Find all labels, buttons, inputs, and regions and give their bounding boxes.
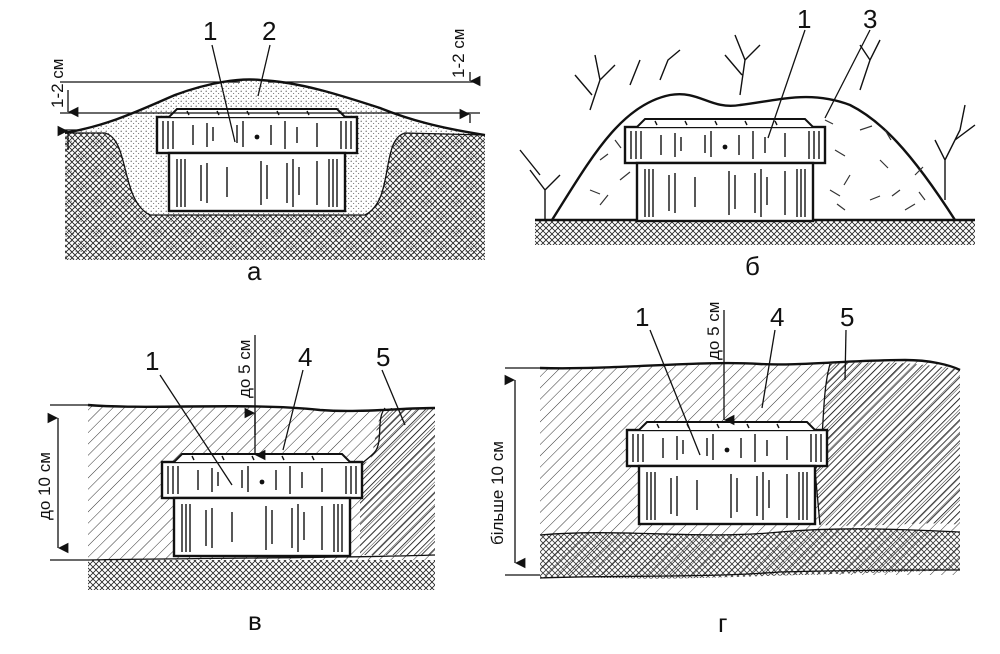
callout-g-4: 4 (770, 302, 784, 332)
callout-v-4: 4 (298, 342, 312, 372)
callout-b-1: 1 (797, 4, 811, 34)
callout-v-1: 1 (145, 346, 159, 376)
dim-a-left: 1-2 см (48, 59, 67, 108)
callout-b-3: 3 (863, 4, 877, 34)
callout-v-5: 5 (376, 342, 390, 372)
callout-g-1: 1 (635, 302, 649, 332)
callout-a-2: 2 (262, 16, 276, 46)
callout-g-5: 5 (840, 302, 854, 332)
caption-v: в (248, 606, 262, 636)
panel-v: до 5 см до 10 см 1 4 5 в (35, 335, 436, 636)
panel-g: до 5 см більше 10 см 1 4 5 г (488, 302, 961, 638)
caption-b: б (745, 251, 760, 281)
dim-g-depth: до 5 см (704, 302, 723, 360)
callout-a-1: 1 (203, 16, 217, 46)
dim-v-depth: до 5 см (235, 340, 254, 398)
dim-g-total: більше 10 см (488, 441, 507, 545)
caption-g: г (718, 608, 727, 638)
panel-a: 1-2 см 1-2 см 1 2 а (48, 16, 486, 286)
caption-a: а (247, 256, 262, 286)
dim-v-total: до 10 см (35, 452, 54, 520)
panel-b: 1 3 б (519, 4, 976, 281)
dim-a-right: 1-2 см (449, 29, 468, 78)
